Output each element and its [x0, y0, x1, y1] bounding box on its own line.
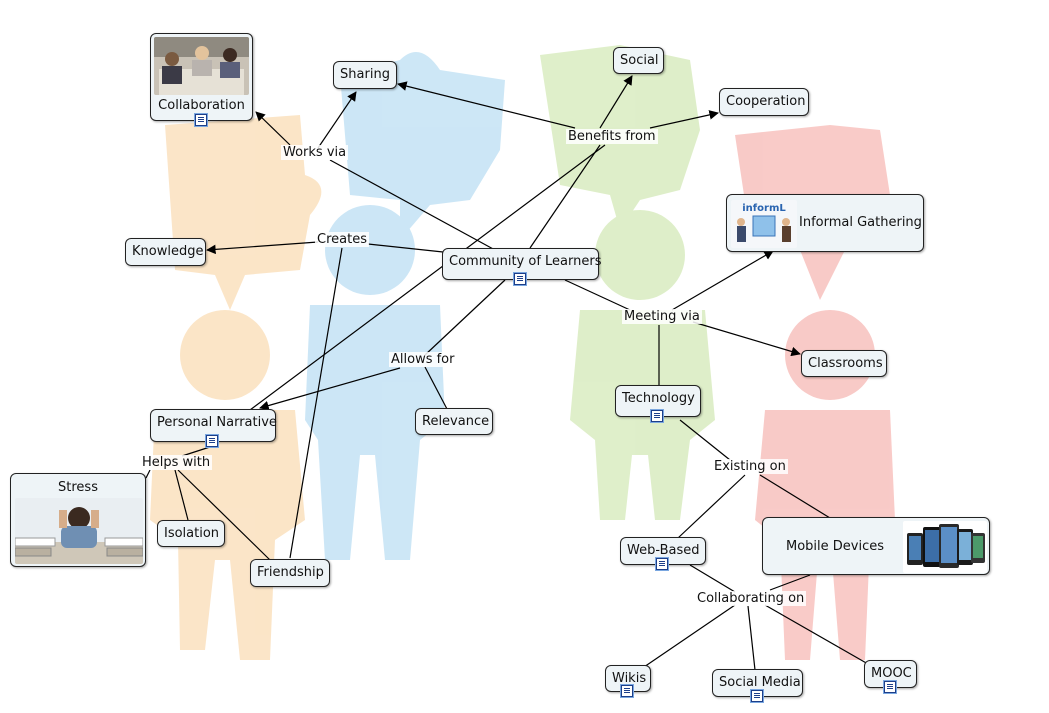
- node-stress[interactable]: Stress: [10, 473, 146, 567]
- phrase-creates: Creates: [315, 232, 369, 247]
- node-friendship[interactable]: Friendship: [250, 559, 330, 587]
- node-mooc[interactable]: MOOC: [864, 660, 917, 693]
- document-icon[interactable]: [513, 273, 526, 285]
- informl-logo-text: informL: [742, 203, 786, 214]
- node-collaboration-label: Collaboration: [158, 98, 245, 113]
- node-wikis-label: Wikis: [612, 671, 647, 686]
- phrase-existing-on: Existing on: [712, 459, 788, 474]
- stress-photo: [15, 498, 143, 564]
- node-mobile-label: Mobile Devices: [785, 539, 884, 554]
- node-web-based-label: Web-Based: [627, 543, 700, 558]
- node-cooperation[interactable]: Cooperation: [719, 88, 809, 116]
- node-stress-label: Stress: [58, 480, 98, 495]
- node-informal-gathering[interactable]: informL Informal Gathering: [726, 194, 924, 252]
- node-relevance[interactable]: Relevance: [415, 408, 493, 435]
- phrase-helps-with: Helps with: [140, 455, 213, 470]
- node-sharing[interactable]: Sharing: [333, 61, 397, 89]
- node-technology-label: Technology: [622, 391, 695, 406]
- node-community-of-learners[interactable]: Community of Learners: [442, 248, 602, 285]
- node-isolation[interactable]: Isolation: [157, 520, 225, 547]
- document-icon[interactable]: [621, 685, 633, 697]
- node-collaboration[interactable]: Collaboration: [150, 33, 253, 126]
- document-icon[interactable]: [206, 435, 218, 447]
- node-social-media-label: Social Media: [719, 675, 801, 690]
- node-mooc-label: MOOC: [871, 666, 912, 681]
- node-wikis[interactable]: Wikis: [605, 665, 651, 697]
- node-knowledge[interactable]: Knowledge: [125, 238, 206, 266]
- node-personal-label: Personal Narrative: [157, 415, 277, 430]
- phrase-benefits-from: Benefits from: [566, 129, 658, 144]
- node-social[interactable]: Social: [613, 47, 664, 74]
- phrase-meeting-via: Meeting via: [622, 309, 702, 324]
- document-icon[interactable]: [194, 114, 207, 126]
- phrase-allows-for: Allows for: [389, 352, 457, 367]
- collaboration-photo: [154, 37, 249, 95]
- node-mobile-devices[interactable]: Mobile Devices: [762, 517, 990, 575]
- document-icon[interactable]: [750, 690, 763, 702]
- node-personal-narrative[interactable]: Personal Narrative: [150, 409, 277, 447]
- node-community-label: Community of Learners: [449, 254, 602, 269]
- node-classrooms[interactable]: Classrooms: [801, 350, 887, 377]
- informl-logo-image: informL: [731, 200, 797, 248]
- document-icon[interactable]: [656, 558, 668, 570]
- node-technology[interactable]: Technology: [615, 385, 701, 422]
- node-web-based[interactable]: Web-Based: [620, 537, 706, 570]
- phrase-works-via: Works via: [281, 145, 349, 160]
- mobile-devices-image: [903, 521, 987, 573]
- document-icon[interactable]: [651, 410, 663, 422]
- phrase-collaborating-on: Collaborating on: [695, 591, 807, 606]
- document-icon[interactable]: [883, 681, 896, 693]
- node-social-media[interactable]: Social Media: [712, 669, 803, 702]
- node-informal-label: Informal Gathering: [799, 215, 922, 230]
